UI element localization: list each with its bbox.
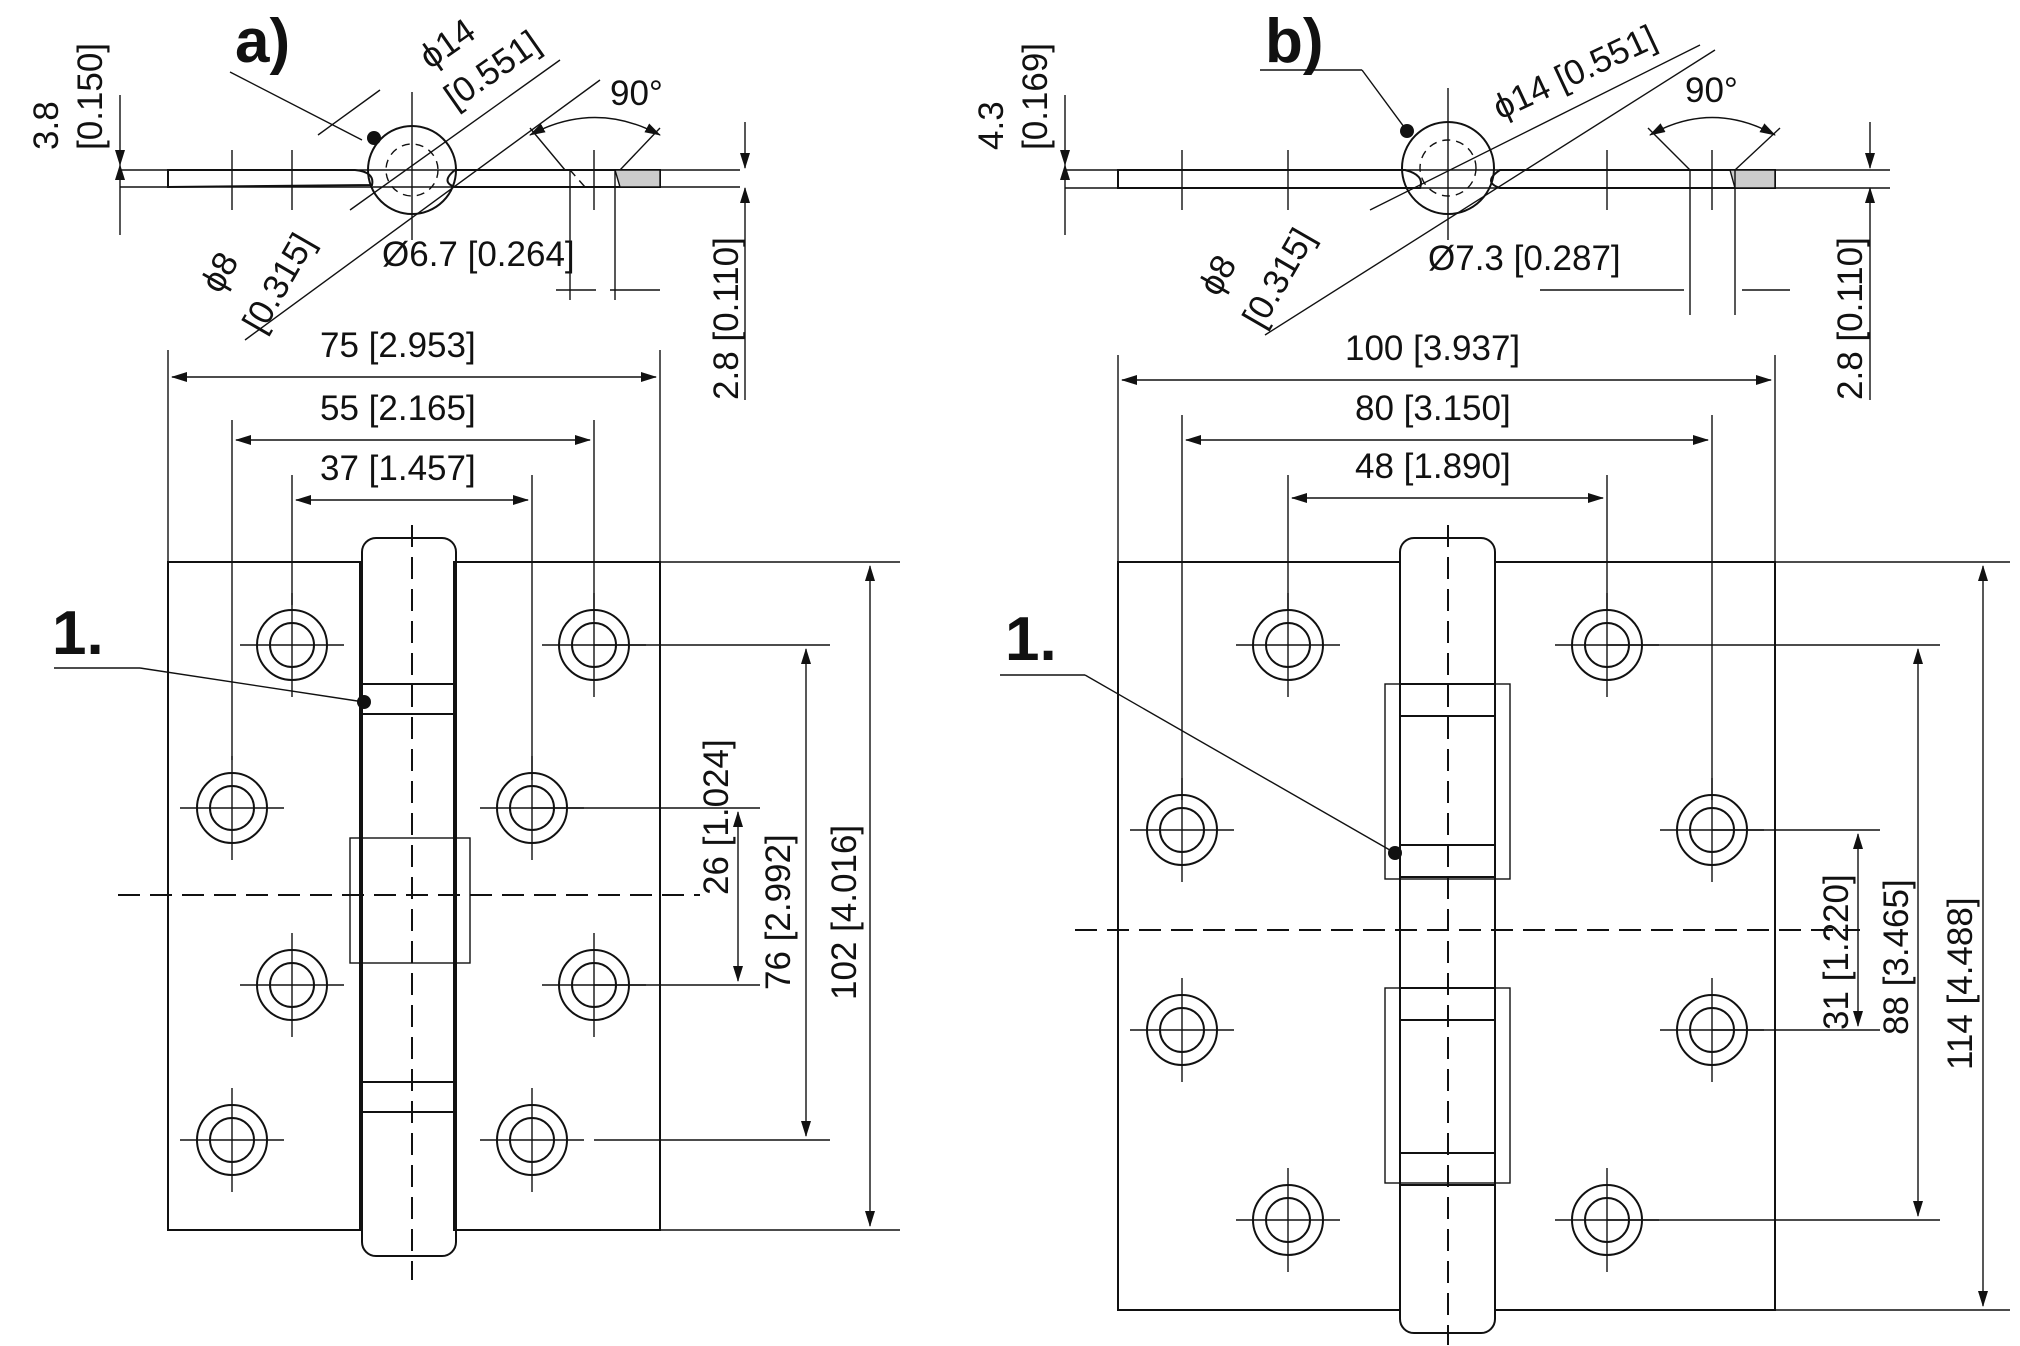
drawing-a-dimensions	[115, 59, 900, 1231]
drawing-a-knuckle-diameter-inch-text: [0.315]	[235, 227, 322, 339]
drawing-a-label: a)	[235, 7, 290, 76]
drawing-b-hole-pitch-text: 88 [3.465]	[1877, 879, 1916, 1035]
drawing-a-hole-span-inner-text: 37 [1.457]	[320, 449, 476, 488]
drawing-b-item-marker: 1.	[1005, 605, 1057, 674]
drawing-a-leaf-thickness-inch-text: [0.150]	[71, 43, 110, 150]
drawing-a-countersink-angle-text: 90°	[610, 74, 663, 113]
drawing-b-hole-offset-text: 31 [1.220]	[1817, 874, 1856, 1030]
drawing-b-knuckle-diameter-text: ϕ8	[1191, 249, 1244, 302]
drawing-b-hole-diameter-text: Ø7.3 [0.287]	[1428, 239, 1621, 278]
drawing-b-plate-thickness-text: 2.8 [0.110]	[1831, 237, 1870, 400]
drawing-a-hole-offset-text: 26 [1.024]	[697, 739, 736, 895]
drawing-b-knuckle-diameter-inch-text: [0.315]	[1235, 222, 1322, 334]
drawing-b-pin-diameter-text: ϕ14 [0.551]	[1487, 18, 1662, 127]
drawing-b-hole-span-outer-text: 80 [3.150]	[1355, 389, 1511, 428]
drawing-b-plan-view	[1000, 525, 1860, 1345]
drawing-a-overall-height-text: 102 [4.016]	[825, 825, 864, 1000]
drawing-b: b) 1.	[972, 7, 2010, 1345]
drawing-a: a) 1.	[27, 7, 900, 1280]
drawing-b-leaf-thickness-inch-text: [0.169]	[1016, 43, 1055, 150]
drawing-a-plate-thickness-text: 2.8 [0.110]	[707, 237, 746, 400]
drawing-a-hole-diameter-text: Ø6.7 [0.264]	[382, 235, 575, 274]
drawing-b-overall-width-text: 100 [3.937]	[1345, 329, 1520, 368]
drawing-a-hole-span-outer-text: 55 [2.165]	[320, 389, 476, 428]
drawing-a-overall-width-text: 75 [2.953]	[320, 326, 476, 365]
drawing-b-dimensions	[1060, 44, 2010, 1311]
drawing-b-hole-span-inner-text: 48 [1.890]	[1355, 447, 1511, 486]
drawing-a-hole-pitch-text: 76 [2.992]	[759, 834, 798, 990]
drawing-b-overall-height-text: 114 [4.488]	[1941, 897, 1980, 1070]
drawing-a-plan-view	[54, 525, 700, 1280]
drawing-a-side-view	[120, 92, 740, 240]
drawing-b-countersink-angle-text: 90°	[1685, 71, 1738, 110]
drawing-a-item-marker: 1.	[52, 599, 104, 668]
drawing-a-leaf-thickness-text: 3.8	[27, 101, 66, 150]
drawing-b-label: b)	[1265, 7, 1324, 76]
drawing-a-knuckle-diameter-text: ϕ8	[193, 246, 246, 299]
drawing-b-side-view	[1065, 88, 1890, 240]
drawing-b-leaf-thickness-text: 4.3	[972, 101, 1011, 150]
